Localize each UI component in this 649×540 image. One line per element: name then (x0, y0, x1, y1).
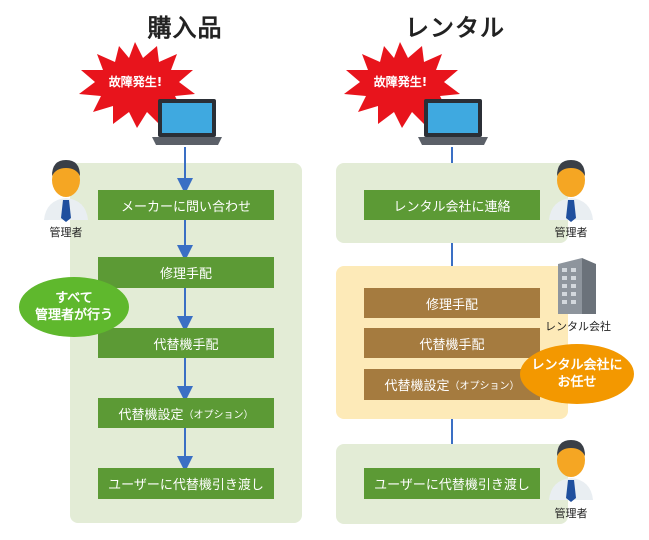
manager-icon-rental-top (543, 150, 599, 222)
bubble-leave-to-rental: レンタル会社に お任せ (519, 343, 635, 405)
building-icon (552, 256, 600, 316)
purchase-step-handover: ユーザーに代替機引き渡し (98, 468, 274, 499)
manager-label-purchase: 管理者 (49, 226, 83, 239)
bubble-all-by-manager-text: すべて 管理者が行う (34, 291, 113, 323)
rental-step-replacement: 代替機手配 (364, 328, 540, 358)
laptop-icon-purchase (152, 97, 222, 147)
laptop-icon-rental (418, 97, 488, 147)
manager-label-rental-bottom: 管理者 (554, 507, 588, 520)
alert-text-purchase: 故障発生! (108, 75, 163, 89)
rental-step-setup-label: 代替機設定 (384, 379, 450, 394)
purchase-step-replacement: 代替機手配 (98, 328, 274, 358)
rental-step-setup-note: （オプション） (449, 381, 520, 392)
rental-step-repair: 修理手配 (364, 288, 540, 318)
manager-label-rental-top: 管理者 (554, 226, 588, 239)
purchase-title: 購入品 (147, 14, 223, 42)
bubble-leave-to-rental-text: レンタル会社に お任せ (531, 358, 623, 390)
bubble-all-by-manager: すべて 管理者が行う (18, 276, 130, 338)
rental-step-handover: ユーザーに代替機引き渡し (364, 468, 540, 499)
purchase-step-contact-maker: メーカーに問い合わせ (98, 190, 274, 220)
manager-icon-purchase (38, 150, 94, 222)
rental-company-label: レンタル会社 (545, 320, 611, 333)
rental-title: レンタル (405, 14, 505, 42)
manager-icon-rental-bottom (543, 430, 599, 502)
purchase-step-setup-label: 代替機設定 (118, 407, 184, 423)
purchase-step-setup-note: （オプション） (183, 409, 254, 421)
alert-text-rental: 故障発生! (373, 75, 428, 89)
purchase-step-repair: 修理手配 (98, 257, 274, 288)
purchase-step-setup: 代替機設定（オプション） (98, 398, 274, 428)
rental-step-contact: レンタル会社に連絡 (364, 190, 540, 220)
rental-step-setup: 代替機設定（オプション） (364, 369, 540, 400)
